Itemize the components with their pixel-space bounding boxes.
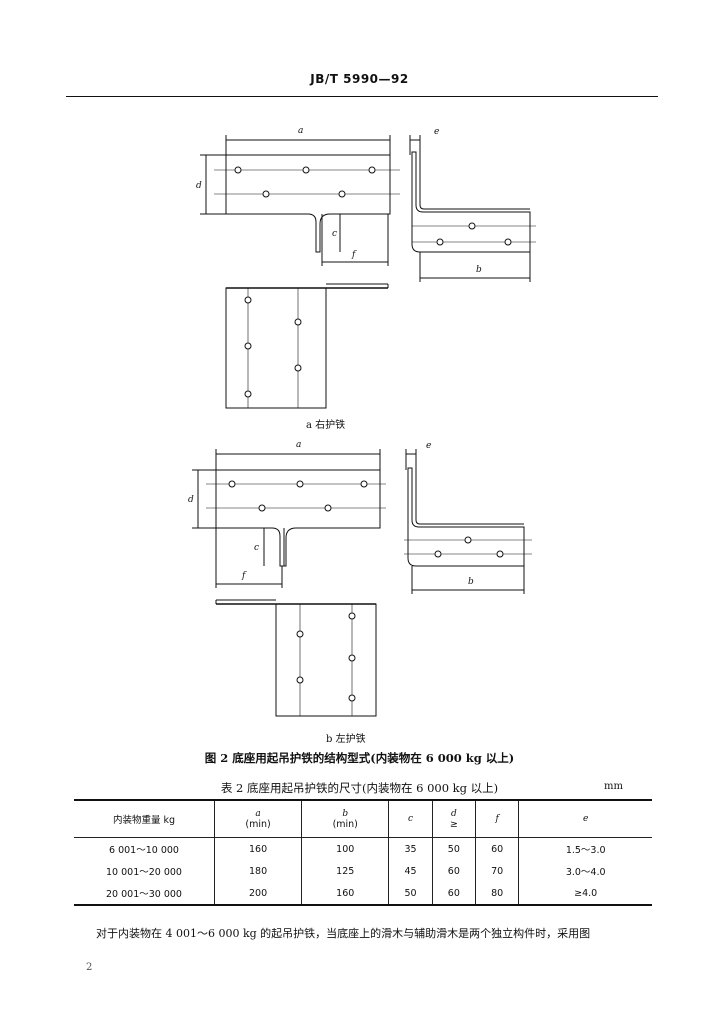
- col-header-weight: 内装物重量 kg: [74, 799, 215, 838]
- header-rule: [66, 96, 658, 97]
- page-number: 2: [86, 962, 93, 973]
- svg-text:f: f: [241, 571, 247, 581]
- svg-text:c: c: [332, 229, 337, 239]
- fig-a-dim-a: a: [225, 126, 391, 155]
- svg-text:b: b: [468, 577, 474, 587]
- fig-b-dim-a: a: [215, 440, 381, 470]
- fig-b-dim-f: f: [215, 528, 283, 588]
- fig-b-holes: [228, 480, 368, 512]
- svg-text:f: f: [351, 250, 357, 260]
- fig-a-side-view: e b: [409, 127, 536, 282]
- table-unit: mm: [604, 781, 623, 792]
- fig-b-plate-front: [215, 469, 381, 567]
- figure-2-drawings: a d c f e b: [188, 126, 536, 745]
- col-header-e: e: [518, 799, 652, 838]
- svg-text:b: b: [476, 265, 482, 275]
- document-header-title: JB/T 5990—92: [310, 72, 409, 86]
- fig-a-holes: [234, 166, 376, 198]
- svg-text:a: a: [296, 440, 301, 450]
- subcaption-a: a 右护铁: [306, 418, 345, 431]
- svg-text:d: d: [196, 181, 202, 191]
- svg-text:e: e: [426, 441, 431, 451]
- fig-b-bottom-view: [215, 599, 377, 717]
- svg-text:d: d: [188, 495, 194, 505]
- fig-a-dim-d: d: [196, 154, 226, 215]
- table-caption: 表 2 底座用起吊护铁的尺寸(内装物在 6 000 kg 以上): [220, 781, 499, 795]
- svg-text:e: e: [434, 127, 439, 137]
- fig-a-plate-front: [225, 154, 391, 253]
- col-header-b: b(min): [301, 799, 390, 838]
- col-header-d: d≥: [431, 799, 477, 838]
- col-header-f: f: [474, 799, 520, 838]
- col-header-c: c: [388, 799, 433, 838]
- subcaption-b: b 左护铁: [326, 732, 366, 745]
- fig-b-dim-c: c: [254, 528, 265, 566]
- fig-a-dim-f: f: [321, 214, 389, 266]
- fig-b-dim-d: d: [188, 469, 216, 529]
- fig-a-label-a: a: [298, 126, 303, 136]
- dimensions-table: 内装物重量 kg a(min) b(min) c d≥ f e 6 001～10…: [74, 799, 652, 906]
- fig-a-dim-c: c: [332, 214, 341, 252]
- figure-caption: 图 2 底座用起吊护铁的结构型式(内装物在 6 000 kg 以上): [204, 751, 515, 765]
- body-paragraph: 对于内装物在 4 001～6 000 kg 的起吊护铁，当底座上的滑木与辅助滑木…: [96, 927, 591, 940]
- fig-b-side-view: e b: [404, 441, 532, 594]
- svg-text:c: c: [254, 543, 259, 553]
- table-header-row: 内装物重量 kg a(min) b(min) c d≥ f e: [74, 799, 652, 838]
- fig-a-bottom-view: [225, 283, 389, 409]
- col-header-a: a(min): [213, 799, 303, 838]
